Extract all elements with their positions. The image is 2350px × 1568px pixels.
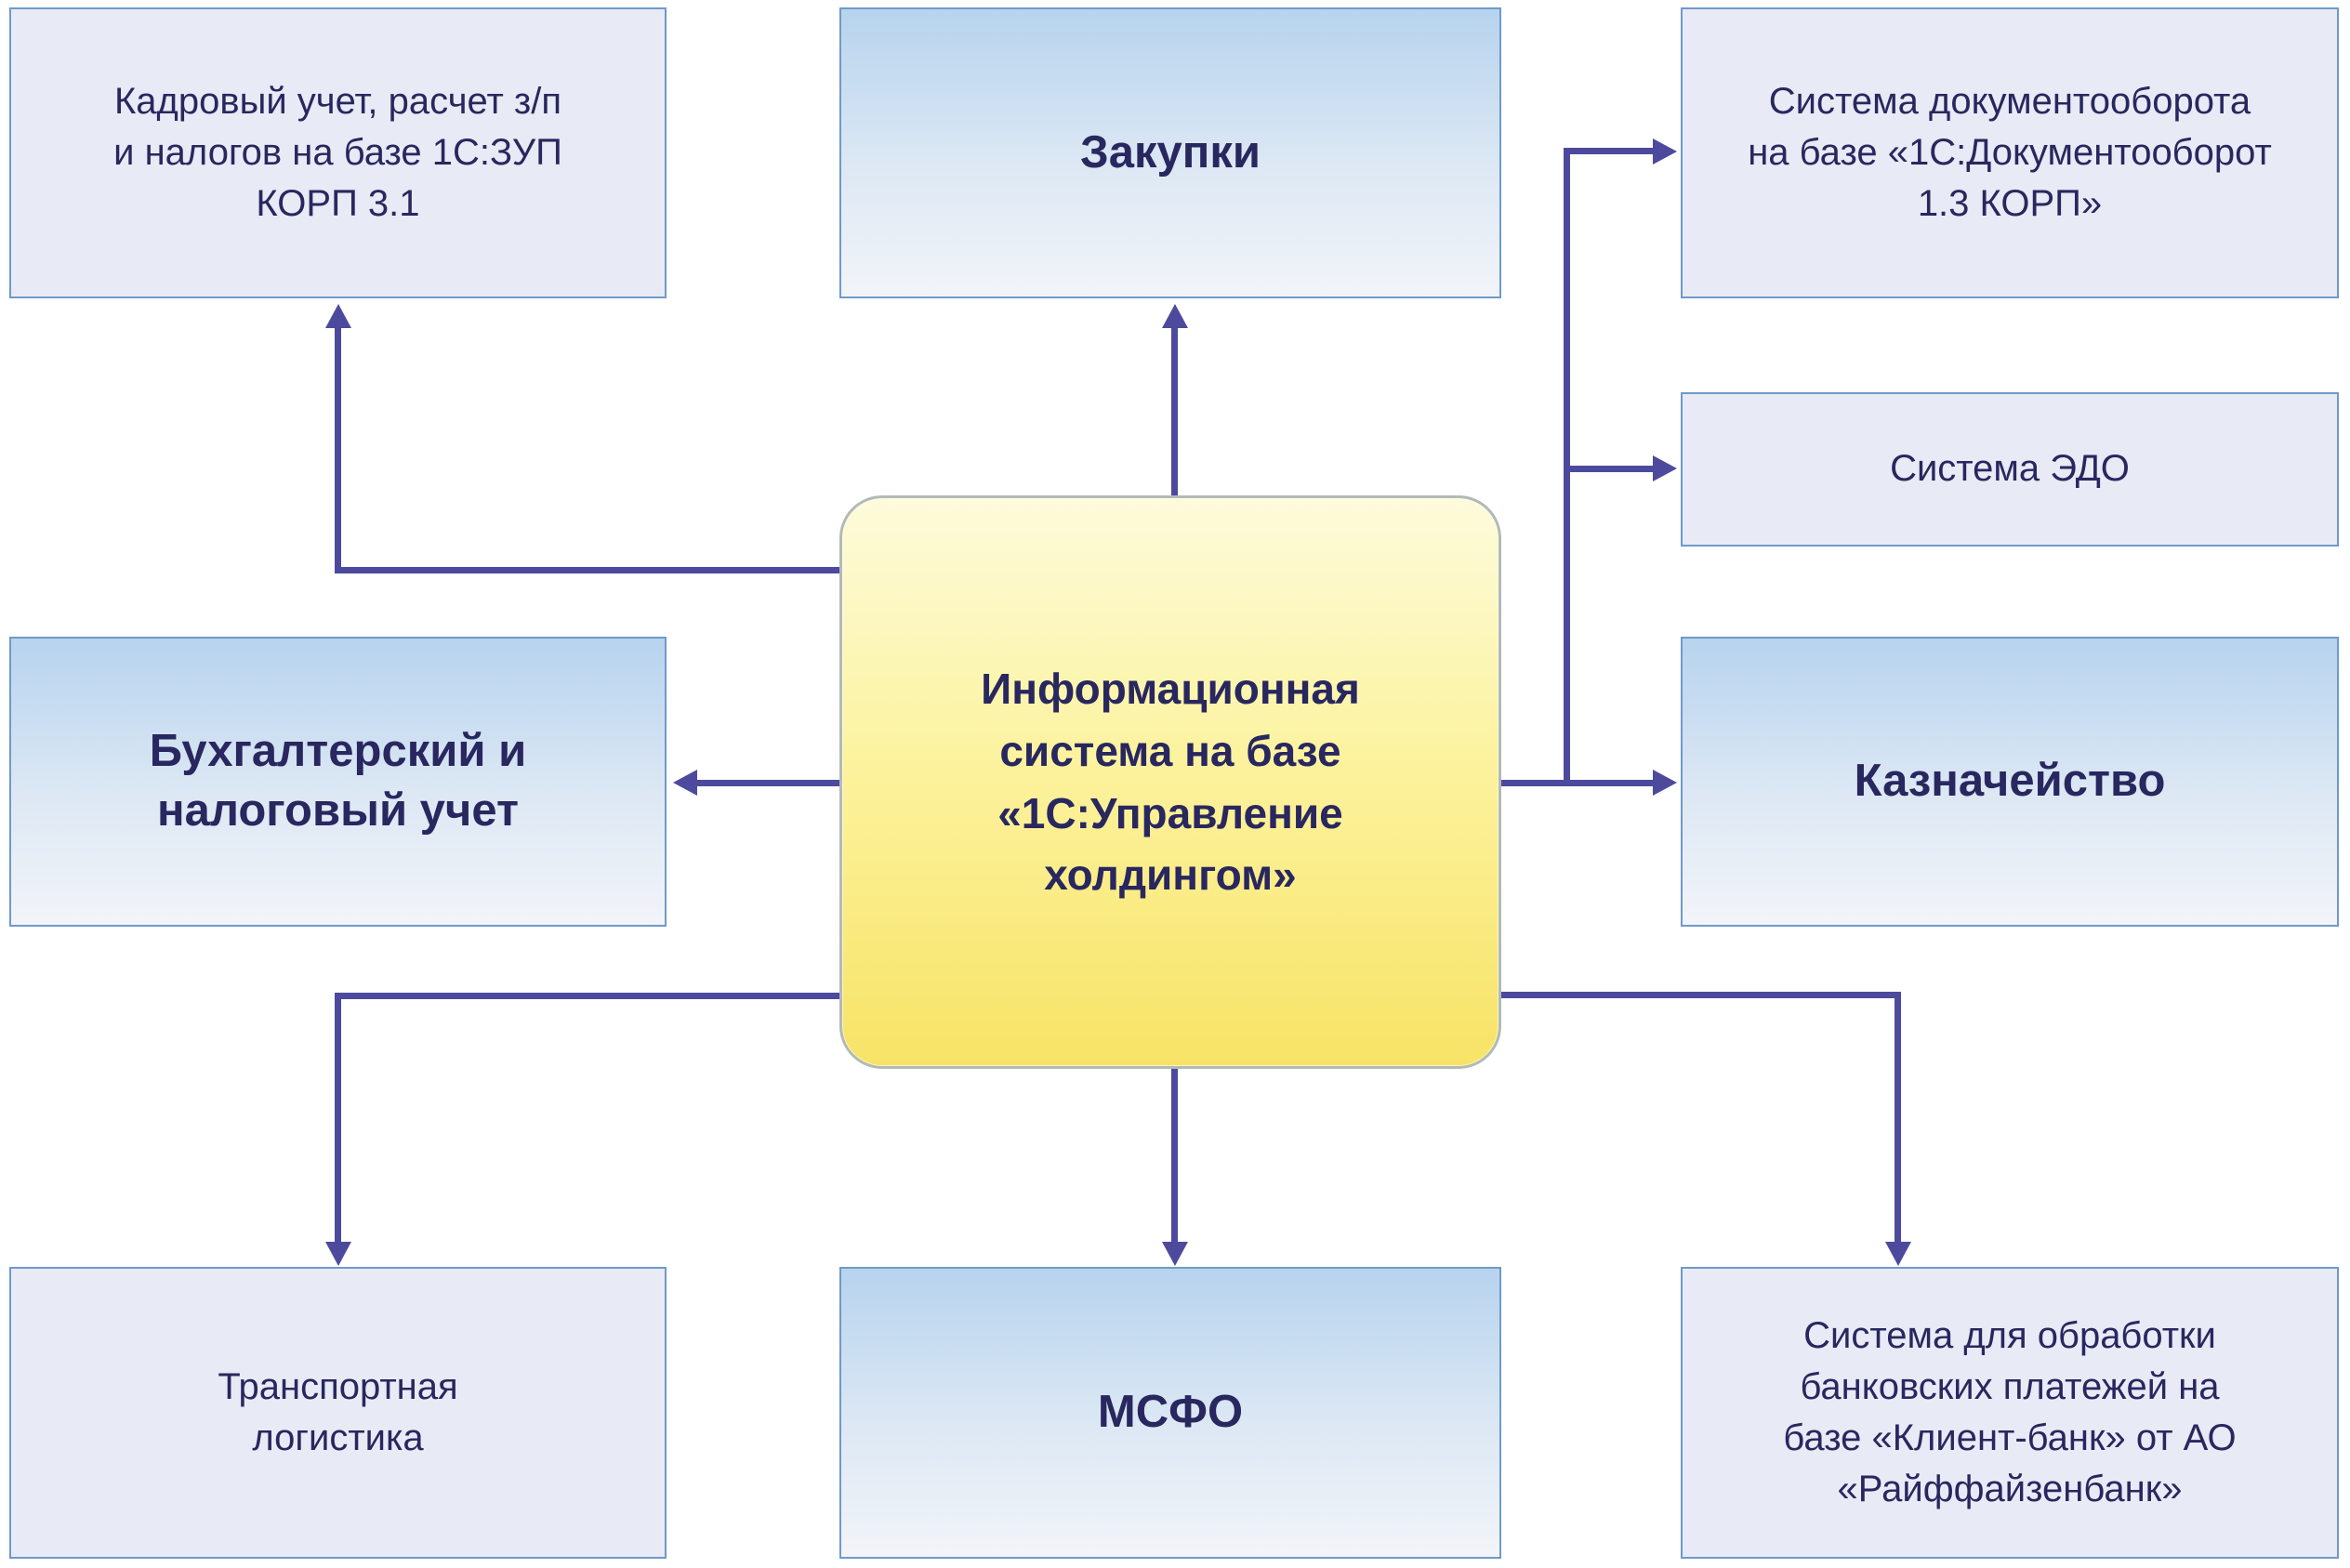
arrowhead-to-treasury <box>1653 770 1680 796</box>
node-accounting-label: Бухгалтерский и налоговый учет <box>149 726 527 836</box>
connector-edo-branch <box>1567 466 1655 472</box>
node-msfo-label: МСФО <box>1097 1387 1244 1438</box>
arrowhead-to-hr <box>325 301 351 328</box>
connector-bank-horizontal <box>1501 992 1898 998</box>
arrowhead-to-edo <box>1653 455 1680 481</box>
connector-accounting-horizontal <box>693 780 839 786</box>
connector-docflow-branch <box>1567 148 1655 154</box>
node-central-system-label: Информационная система на базе «1С:Управ… <box>981 665 1360 900</box>
arrowhead-to-accounting <box>670 770 697 796</box>
connector-purchases-vertical <box>1171 323 1178 495</box>
node-hr: Кадровый учет, расчет з/п и налогов на б… <box>9 7 667 298</box>
node-treasury: Казначейство <box>1681 637 2339 927</box>
node-edo: Система ЭДО <box>1681 392 2339 547</box>
node-hr-label: Кадровый учет, расчет з/п и налогов на б… <box>113 80 562 225</box>
connector-right-trunk-vertical <box>1564 148 1570 786</box>
connector-bank-vertical <box>1895 992 1901 1244</box>
arrowhead-to-purchases <box>1162 301 1188 328</box>
node-transport-label: Транспортная логистика <box>218 1365 458 1458</box>
connector-hr-vertical <box>335 323 341 573</box>
node-purchases-label: Закупки <box>1080 126 1261 178</box>
connector-treasury-horizontal <box>1501 780 1655 786</box>
node-bank-label: Система для обработки банковских платеже… <box>1783 1314 2237 1510</box>
node-docflow-label: Система документооборота на базе «1С:Док… <box>1748 80 2272 225</box>
node-transport: Транспортная логистика <box>9 1267 667 1559</box>
node-msfo: МСФО <box>839 1267 1501 1559</box>
connector-hr-horizontal <box>335 567 839 573</box>
arrowhead-to-transport <box>325 1242 351 1269</box>
arrowhead-to-msfo <box>1162 1242 1188 1269</box>
node-edo-label: Система ЭДО <box>1890 448 2130 490</box>
arrowhead-to-docflow <box>1653 138 1680 165</box>
arrowhead-to-bank <box>1885 1242 1911 1269</box>
node-accounting: Бухгалтерский и налоговый учет <box>9 637 667 927</box>
connector-transport-horizontal <box>335 993 839 999</box>
connector-msfo-vertical <box>1171 1069 1178 1244</box>
node-docflow: Система документооборота на базе «1С:Док… <box>1681 7 2339 298</box>
node-bank: Система для обработки банковских платеже… <box>1681 1267 2339 1559</box>
connector-transport-vertical <box>335 993 341 1244</box>
node-treasury-label: Казначейство <box>1854 756 2166 807</box>
node-central-system: Информационная система на базе «1С:Управ… <box>839 495 1501 1069</box>
node-purchases: Закупки <box>839 7 1501 298</box>
